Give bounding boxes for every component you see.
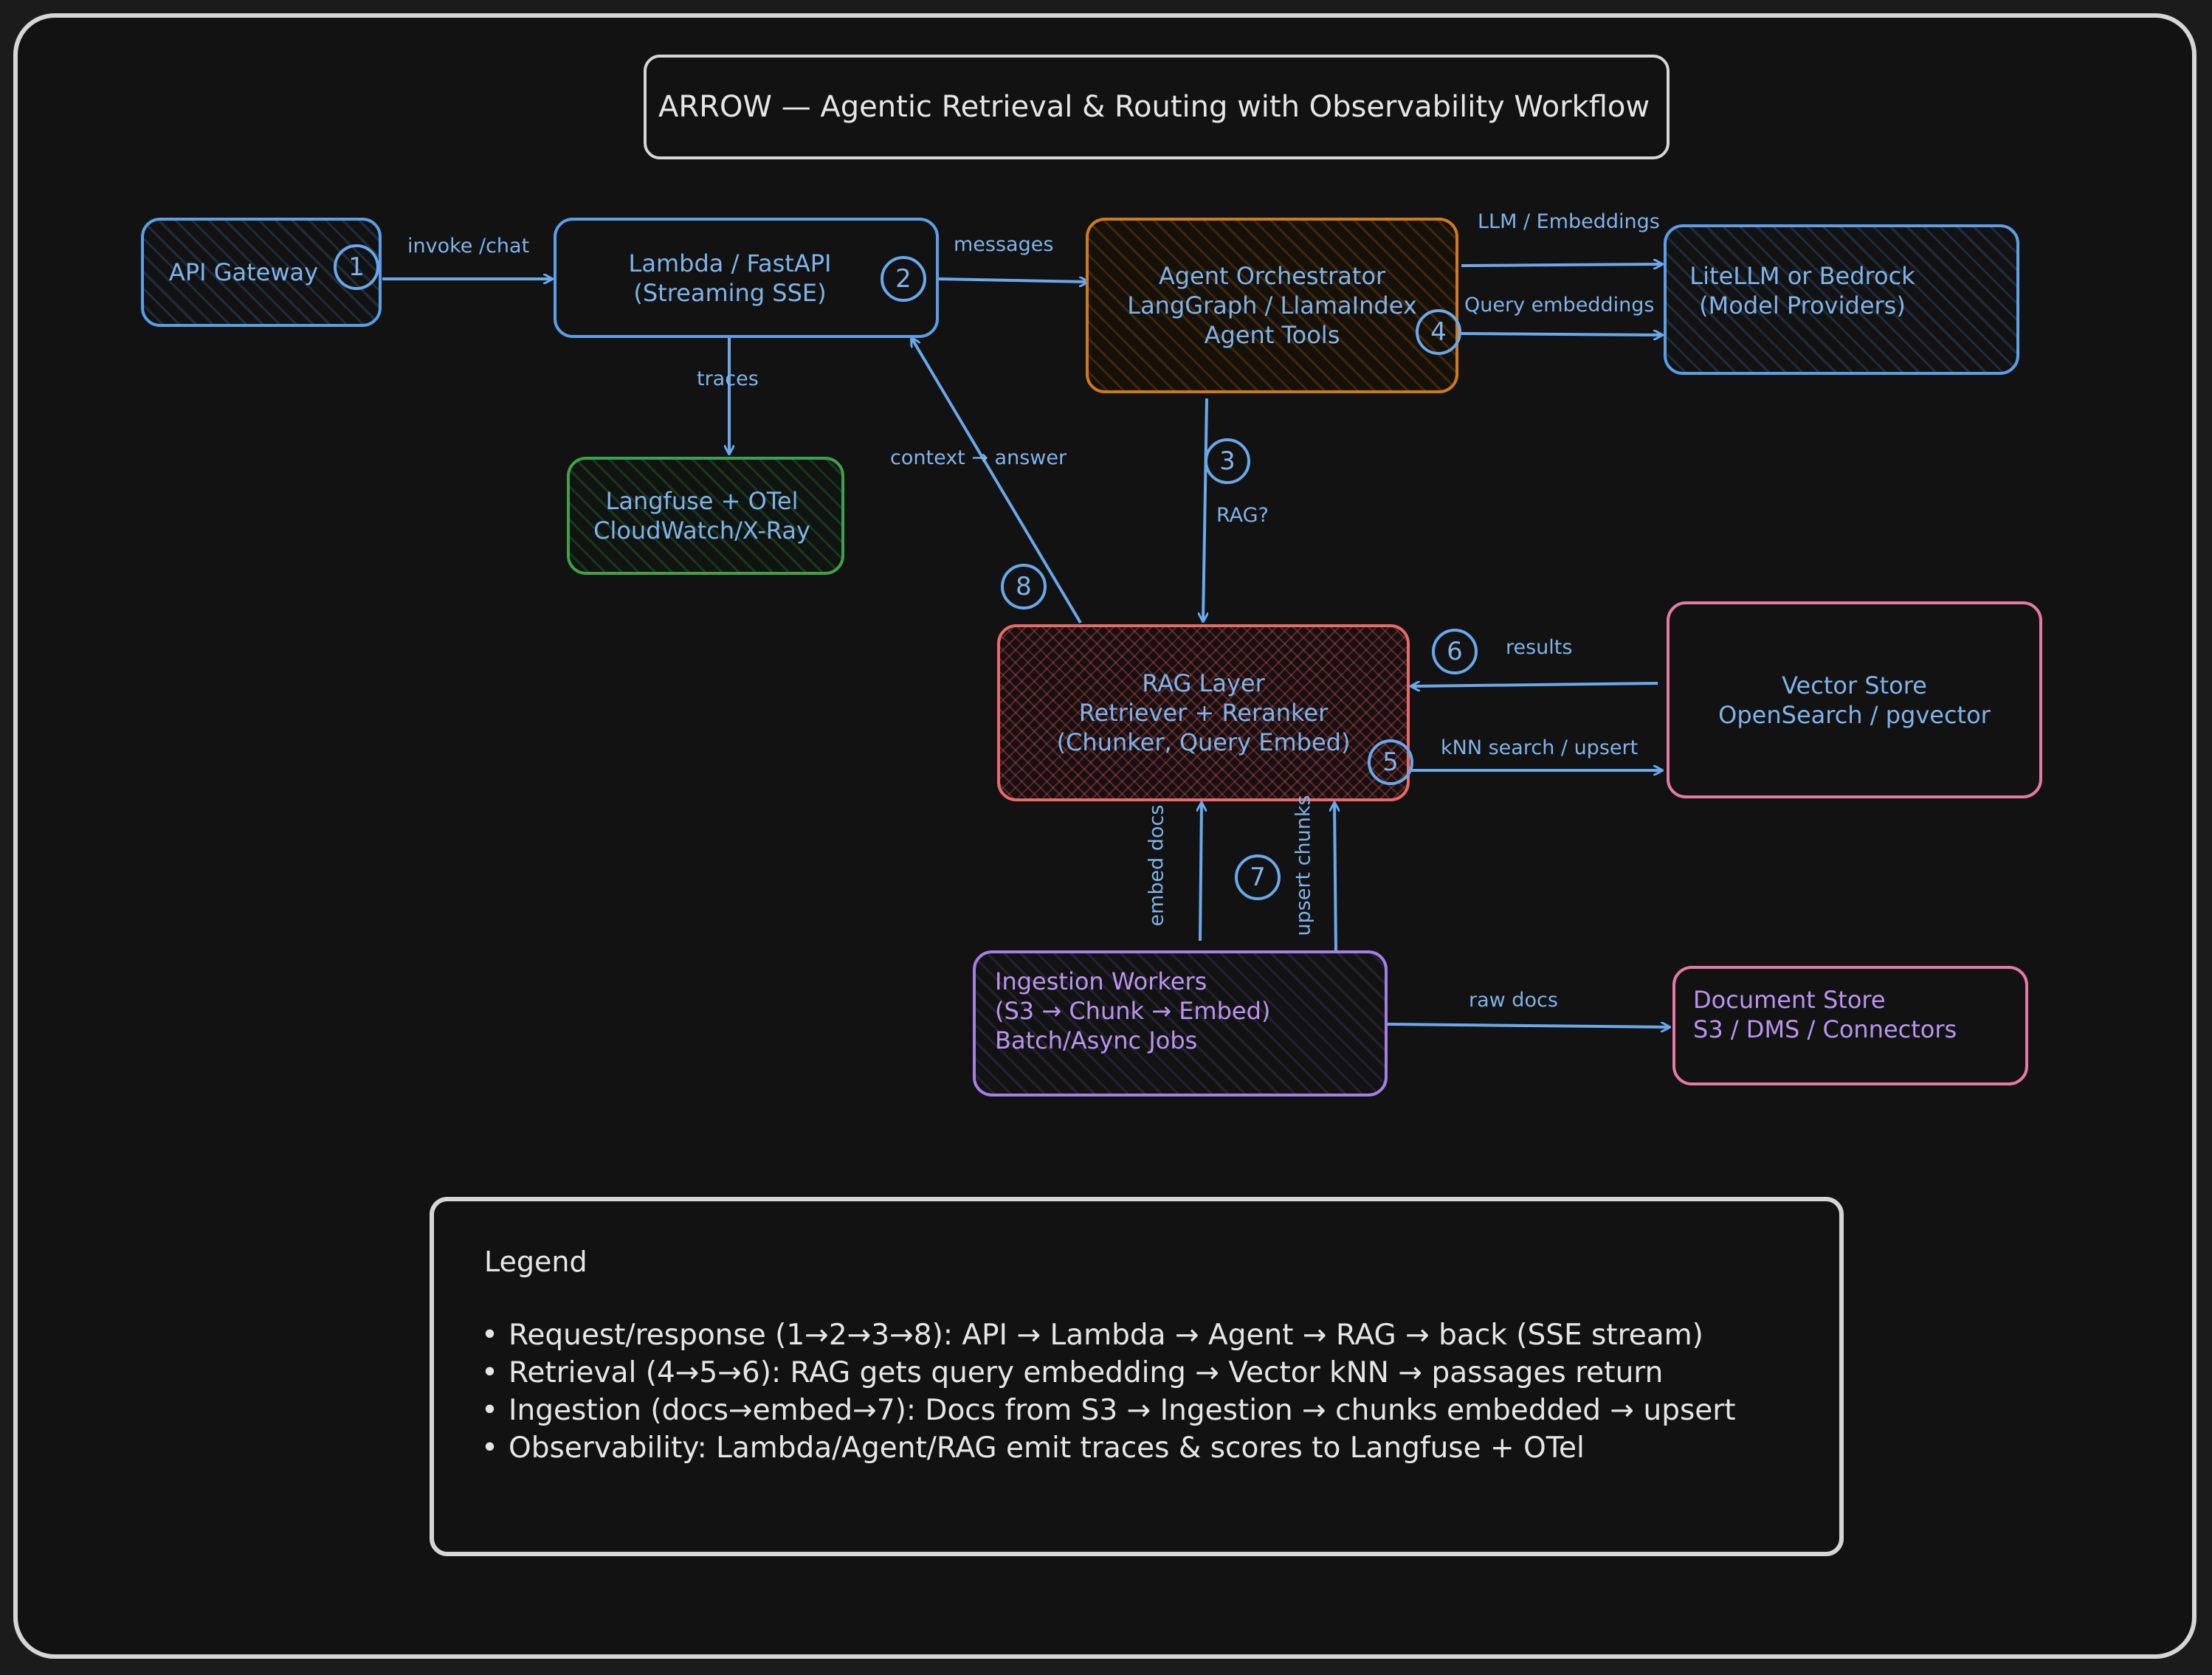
legend-list: Request/response (1→2→3→8): API → Lambda… bbox=[481, 1316, 1736, 1467]
legend-item-request-response: Request/response (1→2→3→8): API → Lambda… bbox=[481, 1316, 1736, 1354]
step-badge-4: 4 bbox=[1416, 309, 1461, 355]
lambda-line-2: (Streaming SSE) bbox=[633, 278, 827, 307]
lambda-line-1: Lambda / FastAPI bbox=[628, 249, 832, 277]
litellm-line-1: LiteLLM or Bedrock bbox=[1689, 262, 1915, 290]
arrow-ingestion-to-rag-upsert bbox=[1334, 803, 1336, 953]
vector-line-1: Vector Store bbox=[1782, 671, 1927, 700]
litellm-line-2: (Model Providers) bbox=[1699, 291, 1906, 320]
legend-title: Legend bbox=[484, 1246, 588, 1278]
edge-label-query-embeddings: Query embeddings bbox=[1464, 294, 1655, 317]
rag-line-2: Retriever + Reranker bbox=[1078, 699, 1329, 727]
ingestion-line-3: Batch/Async Jobs bbox=[995, 1026, 1198, 1054]
edge-label-messages: messages bbox=[954, 233, 1054, 256]
arrow-orchestrator-to-litellm-query bbox=[1461, 334, 1662, 335]
langfuse-line-1: Langfuse + OTel bbox=[605, 487, 799, 515]
edge-label-invoke-chat: invoke /chat bbox=[407, 235, 530, 258]
step-badge-8: 8 bbox=[1001, 564, 1047, 609]
edge-label-raw-docs: raw docs bbox=[1469, 989, 1558, 1012]
langfuse-otel-node: Langfuse + OTel CloudWatch/X-Ray bbox=[567, 457, 844, 575]
arrow-orchestrator-to-litellm-llm bbox=[1461, 264, 1662, 266]
arrow-ingestion-to-rag-embed bbox=[1200, 803, 1202, 942]
legend-item-observability: Observability: Lambda/Agent/RAG emit tra… bbox=[481, 1429, 1736, 1467]
arrow-vector-to-rag bbox=[1411, 683, 1658, 686]
edge-label-context-answer: context → answer bbox=[890, 446, 1067, 469]
edge-label-results: results bbox=[1506, 636, 1573, 659]
vector-store-node: Vector Store OpenSearch / pgvector bbox=[1667, 601, 2042, 798]
edge-label-embed-docs: embed docs bbox=[1145, 804, 1168, 927]
step-badge-1: 1 bbox=[334, 244, 379, 290]
orchestrator-line-1: Agent Orchestrator bbox=[1158, 262, 1386, 290]
document-store-node: Document Store S3 / DMS / Connectors bbox=[1672, 966, 2028, 1085]
edge-label-knn-search: kNN search / upsert bbox=[1441, 736, 1639, 759]
langfuse-line-2: CloudWatch/X-Ray bbox=[593, 517, 810, 545]
ingestion-workers-node: Ingestion Workers (S3 → Chunk → Embed) B… bbox=[973, 950, 1388, 1096]
rag-layer-node: RAG Layer Retriever + Reranker (Chunker,… bbox=[997, 624, 1410, 801]
arrow-rag-to-lambda bbox=[912, 338, 1082, 624]
api-gateway-label: API Gateway bbox=[168, 258, 319, 286]
rag-line-1: RAG Layer bbox=[1142, 669, 1265, 697]
step-badge-3: 3 bbox=[1205, 438, 1250, 484]
step-badge-5: 5 bbox=[1368, 739, 1413, 785]
orchestrator-line-2: LangGraph / LlamaIndex bbox=[1127, 291, 1417, 320]
litellm-bedrock-node: LiteLLM or Bedrock (Model Providers) bbox=[1664, 224, 2019, 375]
arrow-orchestrator-to-rag bbox=[1203, 398, 1207, 621]
step-badge-6: 6 bbox=[1432, 629, 1478, 674]
docstore-line-2: S3 / DMS / Connectors bbox=[1693, 1015, 1957, 1043]
step-badge-2: 2 bbox=[881, 256, 926, 302]
diagram-title: ARROW — Agentic Retrieval & Routing with… bbox=[644, 55, 1670, 159]
rag-line-3: (Chunker, Query Embed) bbox=[1056, 728, 1351, 756]
step-badge-7: 7 bbox=[1235, 854, 1281, 900]
legend-item-retrieval: Retrieval (4→5→6): RAG gets query embedd… bbox=[481, 1354, 1736, 1392]
docstore-line-1: Document Store bbox=[1693, 986, 1886, 1014]
vector-line-2: OpenSearch / pgvector bbox=[1718, 700, 1991, 729]
ingestion-line-1: Ingestion Workers bbox=[995, 967, 1207, 995]
legend-item-ingestion: Ingestion (docs→embed→7): Docs from S3 →… bbox=[481, 1392, 1736, 1429]
lambda-node: Lambda / FastAPI (Streaming SSE) bbox=[554, 218, 939, 338]
arrow-lambda-to-orchestrator bbox=[938, 279, 1088, 282]
arrow-ingestion-to-docstore bbox=[1387, 1024, 1670, 1027]
orchestrator-line-3: Agent Tools bbox=[1204, 321, 1340, 349]
edge-label-upsert-chunks: upsert chunks bbox=[1292, 795, 1315, 936]
legend-box: Legend Request/response (1→2→3→8): API →… bbox=[430, 1197, 1844, 1556]
agent-orchestrator-node: Agent Orchestrator LangGraph / LlamaInde… bbox=[1086, 218, 1458, 393]
ingestion-line-2: (S3 → Chunk → Embed) bbox=[995, 997, 1271, 1025]
edge-label-llm-embeddings: LLM / Embeddings bbox=[1478, 210, 1660, 233]
edge-label-traces: traces bbox=[697, 367, 759, 390]
edge-label-rag-question: RAG? bbox=[1216, 504, 1269, 527]
